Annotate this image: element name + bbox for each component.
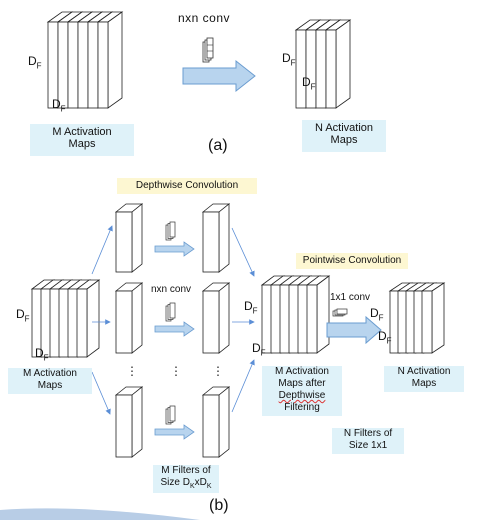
panel-b-input-label: M Activation Maps xyxy=(8,368,92,394)
pointwise-big-arrow xyxy=(326,315,382,345)
panel-b-input-df-bottom: DF xyxy=(35,346,49,363)
map-layer-front xyxy=(58,288,70,358)
map-layer-front xyxy=(67,21,79,109)
panel-b-output-stack xyxy=(388,282,446,354)
panel-b-input-stack xyxy=(30,279,101,358)
panel-a-caption: (a) xyxy=(208,137,228,154)
depthwise-output-map-2 xyxy=(201,282,231,354)
map-layer-front xyxy=(97,21,109,109)
panel-a-input-df-side: DF xyxy=(28,54,42,71)
decorative-swoosh xyxy=(0,508,200,520)
panel-a-output-df-side: DF xyxy=(282,51,296,68)
pointwise-filter-icon xyxy=(332,308,348,317)
map-layer-side xyxy=(86,279,100,358)
n-filters-label: N Filters of Size 1x1 xyxy=(332,428,404,454)
map-layer-front xyxy=(49,288,61,358)
depthwise-filter-icon-1 xyxy=(165,221,176,241)
map-layer-side xyxy=(131,386,143,458)
map-layer-front xyxy=(315,29,327,109)
split-arrow-bottom xyxy=(91,371,111,415)
panel-b-output-df-bottom: DF xyxy=(378,329,392,346)
map-layer-side xyxy=(431,282,445,354)
depthwise-conv-label: nxn conv xyxy=(151,284,192,295)
depthwise-output-map-1 xyxy=(201,203,231,273)
map-layer-front xyxy=(202,290,220,354)
map-layer-front xyxy=(305,29,317,109)
depthwise-arrow-1 xyxy=(154,241,195,257)
pointwise-title: Pointwise Convolution xyxy=(296,253,408,269)
depthwise-filter-icon-2 xyxy=(165,302,176,322)
panel-b-middle-label: M Activation Maps after Depthwise Filter… xyxy=(262,366,342,416)
map-layer-front xyxy=(87,21,99,109)
map-layer-front xyxy=(57,21,69,109)
panel-b-middle-df-side: DF xyxy=(244,299,258,316)
map-layer-side xyxy=(218,203,230,273)
map-layer-front xyxy=(115,211,133,273)
depthwise-input-map-2 xyxy=(114,282,144,354)
panel-b-middle-stack xyxy=(260,275,331,354)
map-layer-front xyxy=(421,290,433,354)
panel-b-output-label: N Activation Maps xyxy=(384,366,464,392)
map-layer-front xyxy=(270,284,282,354)
map-layer-side xyxy=(218,282,230,354)
depthwise-title: Depthwise Convolution xyxy=(117,178,257,194)
map-layer-front xyxy=(288,284,300,354)
map-layer-side xyxy=(131,203,143,273)
panel-a-output-stack xyxy=(294,19,352,109)
merge-arrow-top xyxy=(231,227,255,277)
depthwise-input-map-1 xyxy=(114,203,144,273)
map-layer-side xyxy=(131,282,143,354)
depthwise-arrow-3 xyxy=(154,424,195,440)
map-layer-side xyxy=(335,19,351,109)
ellipsis-right: ⋮ xyxy=(212,364,225,378)
split-arrow-top xyxy=(91,225,113,275)
panel-a-input-df-bottom: DF xyxy=(52,97,66,114)
map-layer-front xyxy=(202,394,220,458)
panel-a-output-label: N Activation Maps xyxy=(302,120,386,152)
depthwise-input-map-3 xyxy=(114,386,144,458)
map-layer-front xyxy=(77,21,89,109)
map-layer-front xyxy=(279,284,291,354)
merge-arrow-bottom xyxy=(231,359,255,413)
panel-b-input-df-side: DF xyxy=(16,307,30,324)
map-layer-front xyxy=(202,211,220,273)
panel-a-filter-icon xyxy=(202,37,214,63)
panel-a-conv-label: nxn conv xyxy=(178,11,231,25)
panel-a-output-df-bottom: DF xyxy=(302,75,316,92)
panel-b-middle-df-bottom: DF xyxy=(252,341,266,358)
pointwise-conv-label: 1x1 conv xyxy=(330,292,371,303)
panel-b-output-df-side: DF xyxy=(370,306,384,323)
map-layer-front xyxy=(306,284,318,354)
map-layer-front xyxy=(297,284,309,354)
depthwise-filter-icon-3 xyxy=(165,405,176,425)
depthwise-arrow-2 xyxy=(154,321,195,337)
map-layer-front xyxy=(67,288,79,358)
depthwise-output-map-3 xyxy=(201,386,231,458)
map-layer-side xyxy=(218,386,230,458)
map-layer-front xyxy=(115,290,133,354)
map-layer-front xyxy=(115,394,133,458)
panel-a-big-arrow xyxy=(182,59,256,93)
panel-a-input-stack xyxy=(46,11,124,109)
panel-b-caption: (b) xyxy=(209,497,229,514)
map-layer-side xyxy=(316,275,330,354)
panel-a-input-label: M Activation Maps xyxy=(30,124,134,156)
map-layer-front xyxy=(47,21,59,109)
map-layer-front xyxy=(76,288,88,358)
ellipsis-left: ⋮ xyxy=(126,364,139,378)
ellipsis-center: ⋮ xyxy=(170,364,183,378)
m-filters-label: M Filters of Size DKxDK xyxy=(153,465,219,493)
map-layer-front xyxy=(325,29,337,109)
map-layer-front xyxy=(295,29,307,109)
map-layer-side xyxy=(107,11,123,109)
